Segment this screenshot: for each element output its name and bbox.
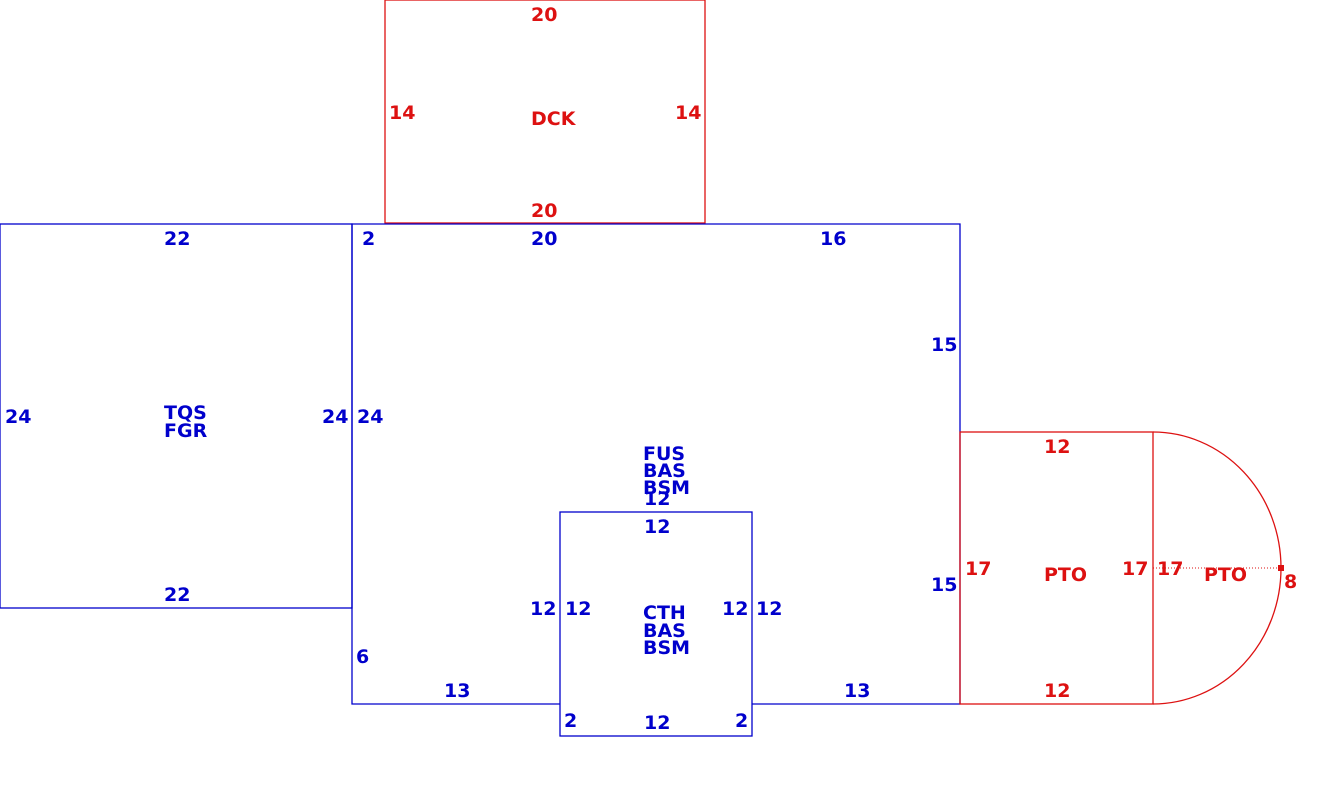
garage-dim-right: 24	[322, 406, 348, 428]
bump-dim-right-inner: 12	[722, 598, 748, 620]
main-dim-bottom-right: 13	[844, 680, 870, 702]
bump-label-3: BSM	[643, 637, 690, 659]
deck-label: DCK	[531, 108, 577, 130]
main-floor-outline	[351, 223, 961, 705]
main-dim-right-upper: 15	[931, 334, 957, 356]
patio-rect-dim-top: 12	[1044, 436, 1070, 458]
bump-dim-right-outer: 12	[756, 598, 782, 620]
garage-dim-left: 24	[5, 406, 31, 428]
bump-out-outline	[559, 511, 753, 737]
bump-dim-left-inner: 12	[565, 598, 591, 620]
bump-dim-top: 12	[644, 516, 670, 538]
deck-dim-right: 14	[675, 102, 701, 124]
patio-arc-dim-radius: 8	[1284, 571, 1297, 593]
main-dim-left-lower: 6	[356, 646, 369, 668]
patio-rect-dim-right: 17	[1122, 558, 1148, 580]
garage-dim-top: 22	[164, 228, 190, 250]
deck-dim-bottom: 20	[531, 200, 557, 222]
patio-arc-center-marker	[1278, 565, 1284, 571]
patio-arc-dim-chord: 17	[1157, 558, 1183, 580]
main-label-2: BAS	[643, 460, 686, 482]
patio-arc-label: PTO	[1204, 564, 1247, 586]
deck-dim-top: 20	[531, 4, 557, 26]
bump-label-1: CTH	[643, 602, 686, 624]
main-dim-top-left: 2	[362, 228, 375, 250]
bump-dim-bottom-right: 2	[735, 710, 748, 732]
patio-rect-dim-bottom: 12	[1044, 680, 1070, 702]
main-label-3: BSM	[643, 477, 690, 499]
main-dim-top-right: 16	[820, 228, 846, 250]
garage-label-2: FGR	[164, 420, 208, 442]
deck-dim-left: 14	[389, 102, 415, 124]
main-dim-bottom-left: 13	[444, 680, 470, 702]
patio-rect-label: PTO	[1044, 564, 1087, 586]
main-dim-notch-top: 12	[644, 488, 670, 510]
main-dim-right-lower: 15	[931, 574, 957, 596]
main-dim-top-mid: 20	[531, 228, 557, 250]
bump-dim-left-outer: 12	[530, 598, 556, 620]
bump-label-2: BAS	[643, 620, 686, 642]
bump-dim-bottom-left: 2	[564, 710, 577, 732]
bump-dim-bottom: 12	[644, 712, 670, 734]
patio-rect-dim-left: 17	[965, 558, 991, 580]
main-dim-left: 24	[357, 406, 383, 428]
garage-label-1: TQS	[164, 402, 207, 424]
main-label-1: FUS	[643, 443, 685, 465]
garage-dim-bottom: 22	[164, 584, 190, 606]
deck-outline	[384, 0, 706, 224]
